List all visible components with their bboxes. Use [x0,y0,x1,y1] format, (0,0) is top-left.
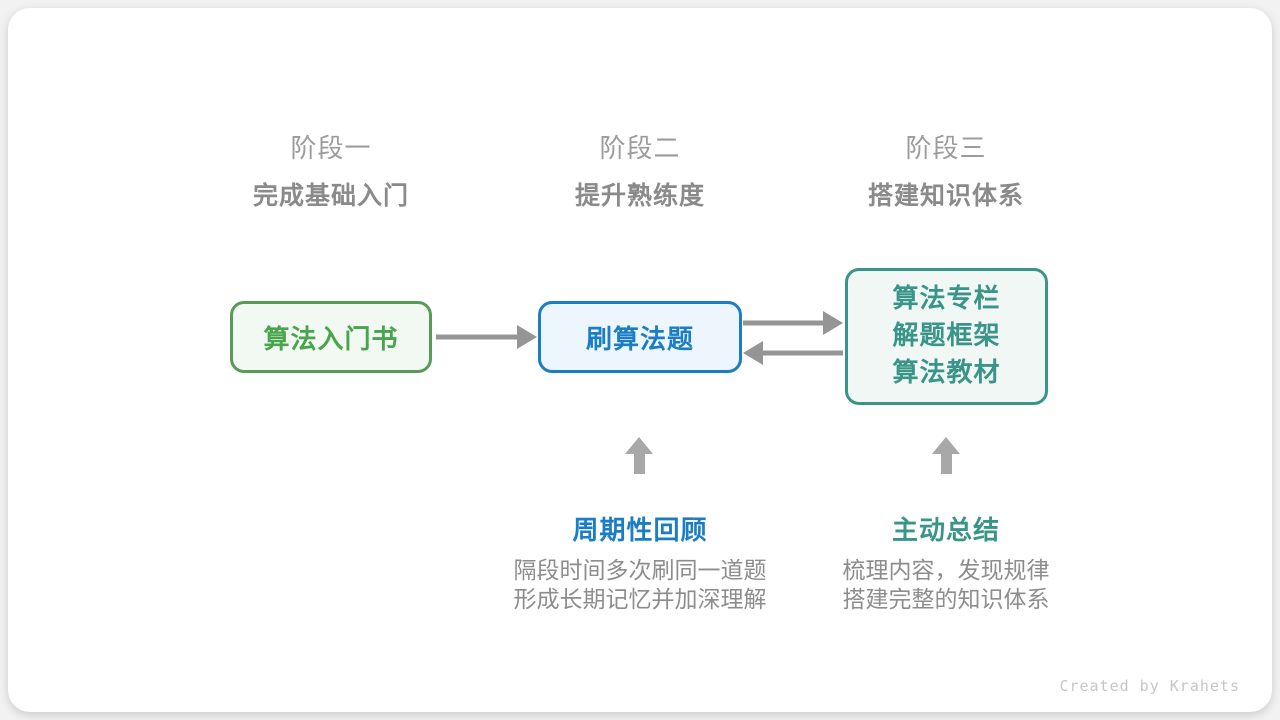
credit-text: Created by Krahets [1059,677,1240,695]
arrow-shaft [436,334,519,340]
stage-1-subtitle: 完成基础入门 [252,181,409,210]
stage-3-label: 阶段三 [905,134,987,164]
method-summarize-desc-line-2: 搭建完整的知识体系 [842,587,1050,613]
method-summarize-desc: 梳理内容，发现规律 搭建完整的知识体系 [766,557,1126,615]
arrow-up-icon [932,437,960,474]
arrow-right-icon [743,310,843,336]
arrow-left-icon [743,340,843,366]
node-practice-label: 刷算法题 [585,324,694,355]
method-summarize-desc-line-1: 梳理内容，发现规律 [842,558,1050,584]
node-resources: 算法专栏 解题框架 算法教材 [845,268,1048,405]
stage-3-subtitle: 搭建知识体系 [867,181,1024,210]
arrow-head [625,437,653,454]
stage-2-label: 阶段二 [599,134,681,164]
node-intro-book-label: 算法入门书 [263,324,399,355]
method-review-desc-line-1: 隔段时间多次刷同一道题 [513,558,767,584]
arrow-stem [633,454,645,474]
node-resources-line-3: 算法教材 [892,358,1001,388]
method-review-desc: 隔段时间多次刷同一道题 形成长期记忆并加深理解 [460,557,820,615]
node-resources-line-1: 算法专栏 [892,284,1001,314]
node-resources-line-2: 解题框架 [892,321,1001,351]
method-review-desc-line-2: 形成长期记忆并加深理解 [513,587,767,613]
arrow-head [932,437,960,454]
arrow-shaft [743,320,825,326]
arrow-right-icon [436,324,537,350]
node-intro-book: 算法入门书 [230,301,432,373]
node-practice: 刷算法题 [538,301,742,373]
arrow-stem [940,454,952,474]
arrow-up-icon [625,437,653,474]
method-summarize-title: 主动总结 [891,516,1000,546]
arrow-head [823,311,843,335]
arrow-head [743,341,763,365]
stage-1-label: 阶段一 [290,134,372,164]
stage-2-subtitle: 提升熟练度 [574,181,705,210]
arrow-head [517,325,537,349]
method-review-title: 周期性回顾 [572,516,708,546]
arrow-shaft [761,350,843,356]
